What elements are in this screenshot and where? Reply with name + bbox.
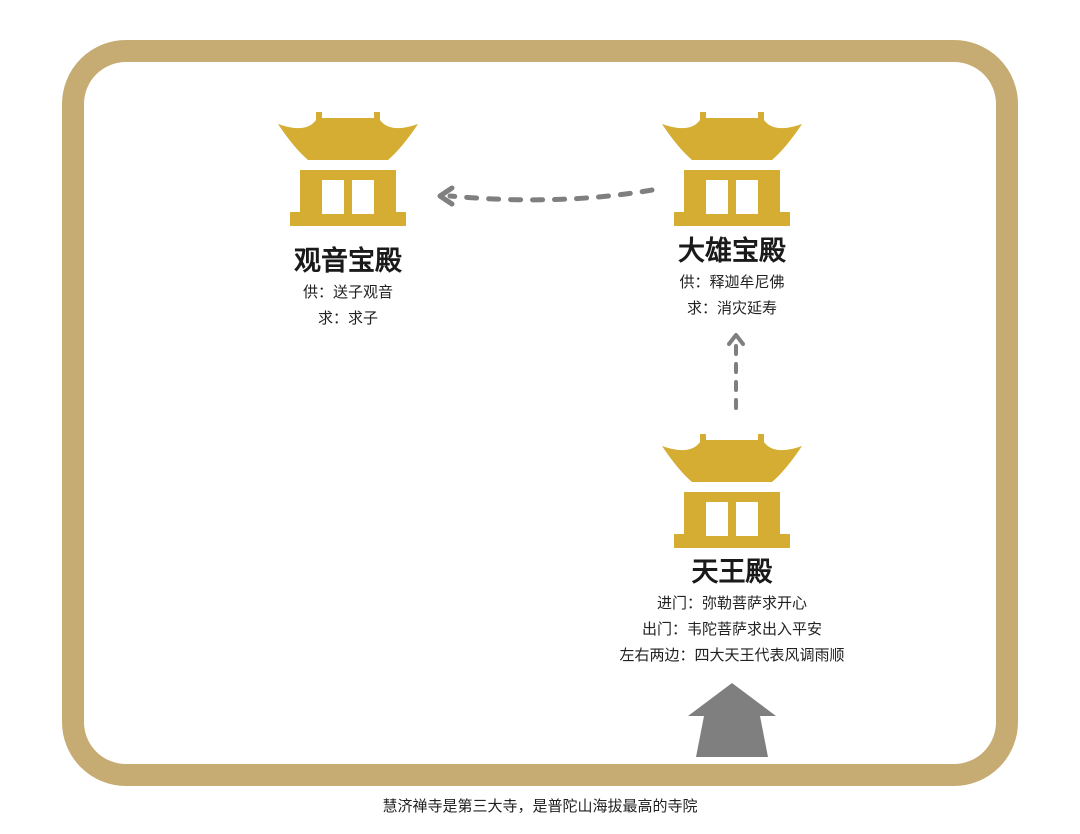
hall-detail: 供：释迦牟尼佛 — [679, 273, 785, 291]
hall-title: 观音宝殿 — [294, 246, 402, 277]
hall-detail: 求：消灾延寿 — [686, 299, 777, 317]
hall-detail: 左右两边：四大天王代表风调雨顺 — [619, 646, 845, 664]
caption: 慧济禅寺是第三大寺，是普陀山海拔最高的寺院 — [382, 797, 698, 815]
tianwang-hall-block: 天王殿 进门：弥勒菩萨求开心 出门：韦陀菩萨求出入平安 左右两边：四大天王代表风… — [572, 556, 892, 668]
arrowhead-left-icon — [437, 185, 455, 207]
hall-detail: 供：送子观音 — [302, 283, 393, 301]
hall-title: 大雄宝殿 — [678, 236, 786, 267]
daxiong-hall-block: 大雄宝殿 供：释迦牟尼佛 求：消灾延寿 — [572, 235, 892, 321]
arrowhead-up-icon — [727, 333, 745, 346]
dashed-arrow-left — [447, 187, 655, 203]
hall-detail: 求：求子 — [317, 309, 378, 327]
guanyin-hall-block: 观音宝殿 供：送子观音 求：求子 — [188, 245, 508, 331]
diagram-frame — [62, 40, 1018, 786]
hall-title: 天王殿 — [691, 557, 773, 588]
entrance-arrow-icon — [688, 683, 776, 757]
hall-detail: 进门：弥勒菩萨求开心 — [656, 594, 807, 612]
hall-detail: 出门：韦陀菩萨求出入平安 — [641, 620, 822, 638]
